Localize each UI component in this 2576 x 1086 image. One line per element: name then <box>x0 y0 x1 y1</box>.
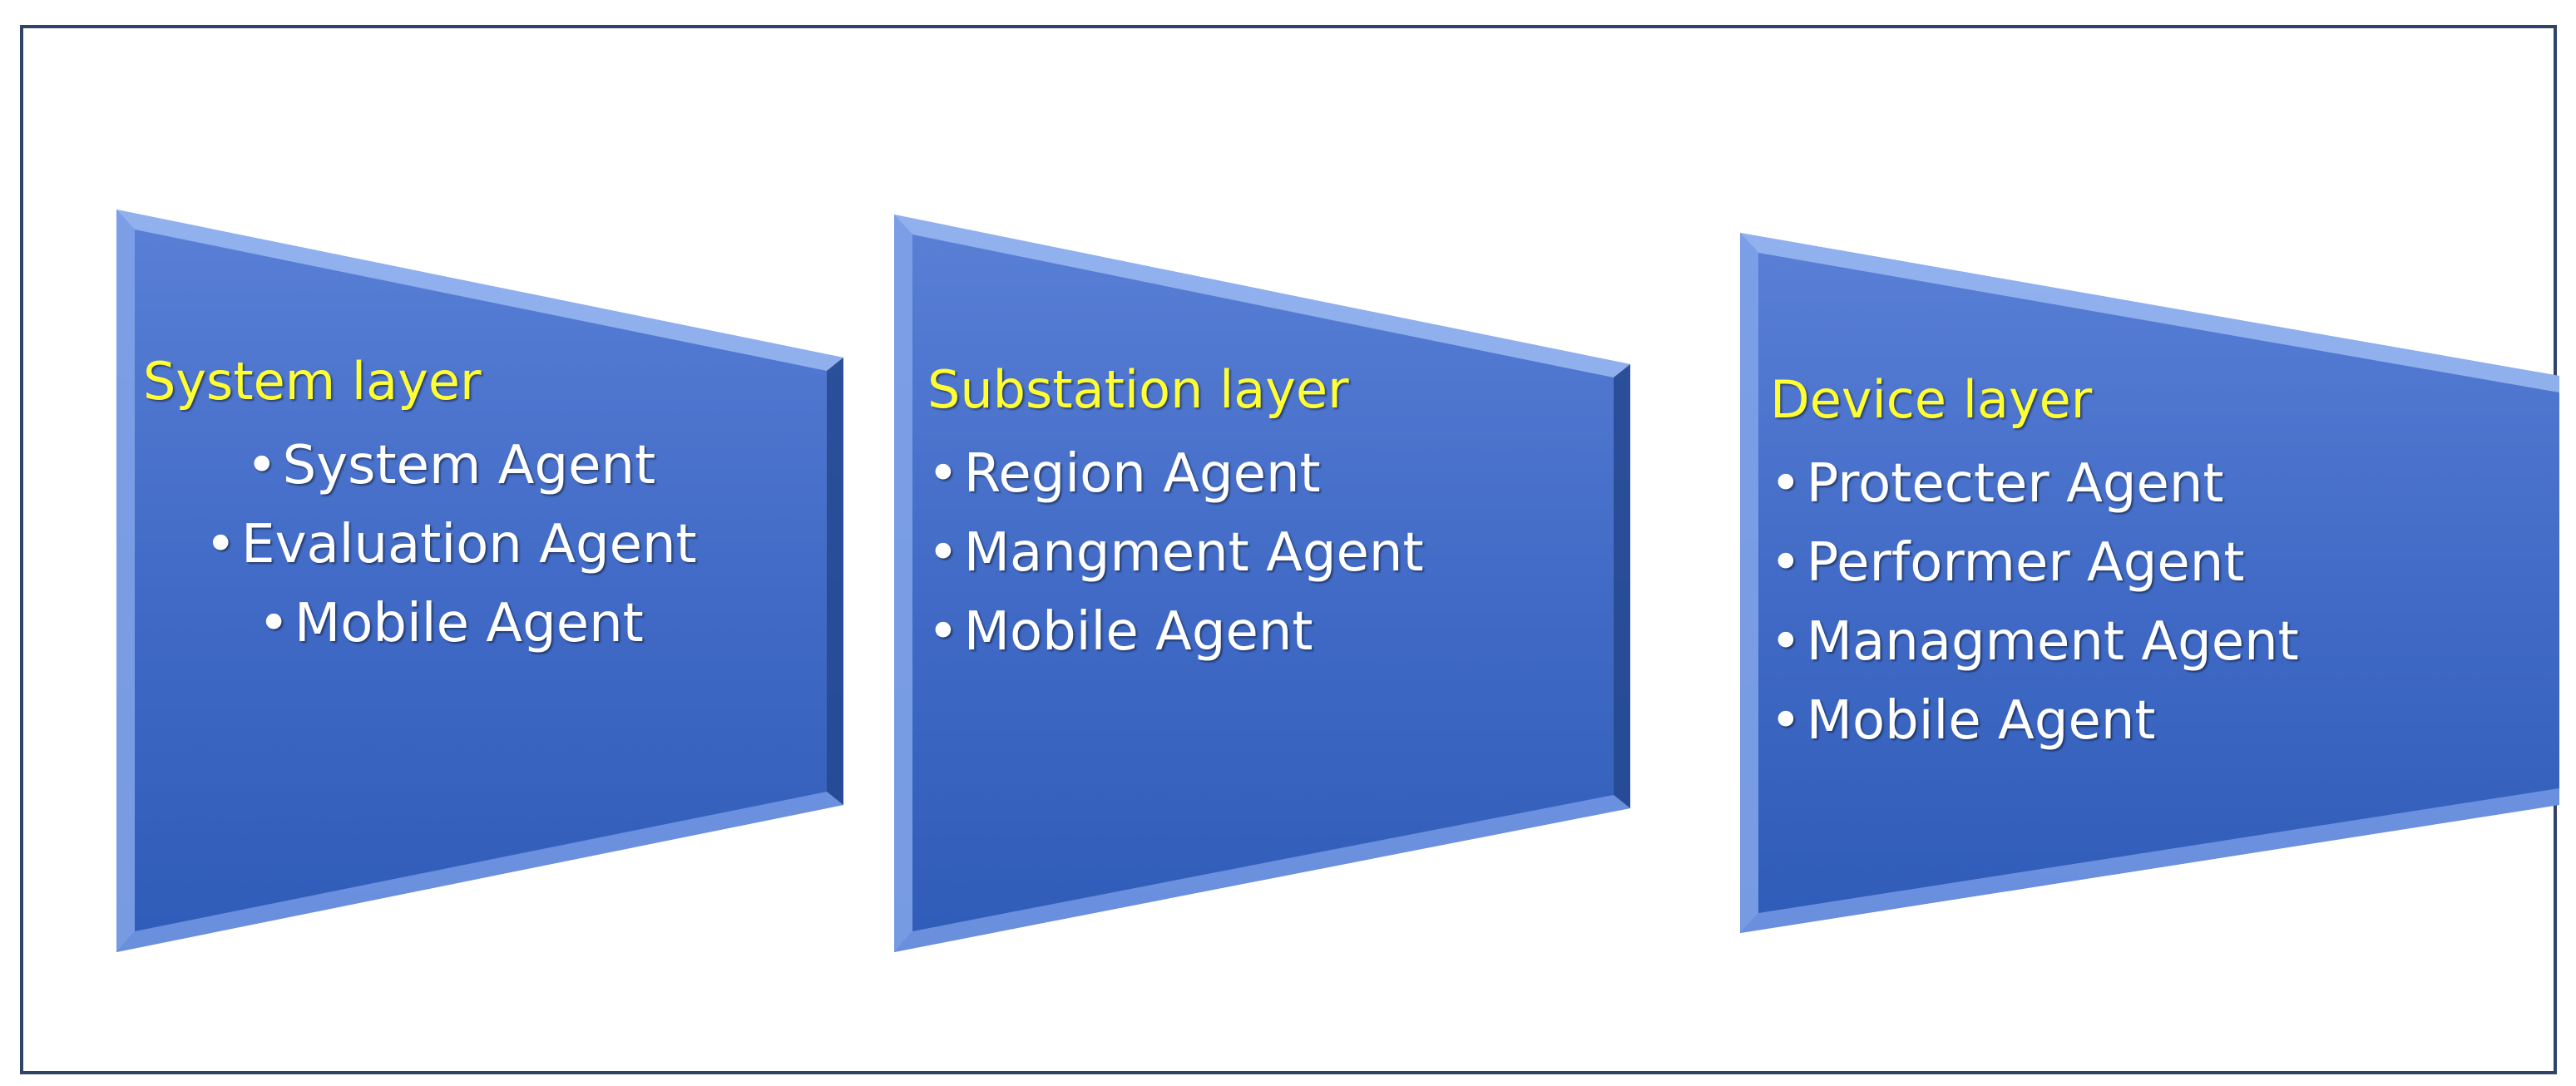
list-item: Mobile Agent <box>143 585 759 664</box>
layer-title: Substation layer <box>927 359 1349 420</box>
layer-title: Device layer <box>1770 369 2093 430</box>
list-item: Mobile Agent <box>927 593 1424 672</box>
list-item: Performer Agent <box>1770 524 2299 603</box>
layer-title: System layer <box>143 351 482 412</box>
agent-list: Region Agent Mangment Agent Mobile Agent <box>927 435 1424 672</box>
list-item: Managment Agent <box>1770 603 2299 682</box>
list-item: System Agent <box>143 427 759 506</box>
list-item: Evaluation Agent <box>143 506 759 585</box>
list-item: Protecter Agent <box>1770 445 2299 524</box>
device-layer-block: Device layer Protecter Agent Performer A… <box>1770 369 2299 761</box>
list-item: Region Agent <box>927 435 1424 514</box>
system-layer-block: System layer System Agent Evaluation Age… <box>143 353 759 664</box>
agent-list: System Agent Evaluation Agent Mobile Age… <box>143 427 759 664</box>
list-item: Mobile Agent <box>1770 682 2299 761</box>
agent-list: Protecter Agent Performer Agent Managmen… <box>1770 445 2299 761</box>
list-item: Mangment Agent <box>927 514 1424 593</box>
substation-layer-block: Substation layer Region Agent Mangment A… <box>927 359 1424 672</box>
